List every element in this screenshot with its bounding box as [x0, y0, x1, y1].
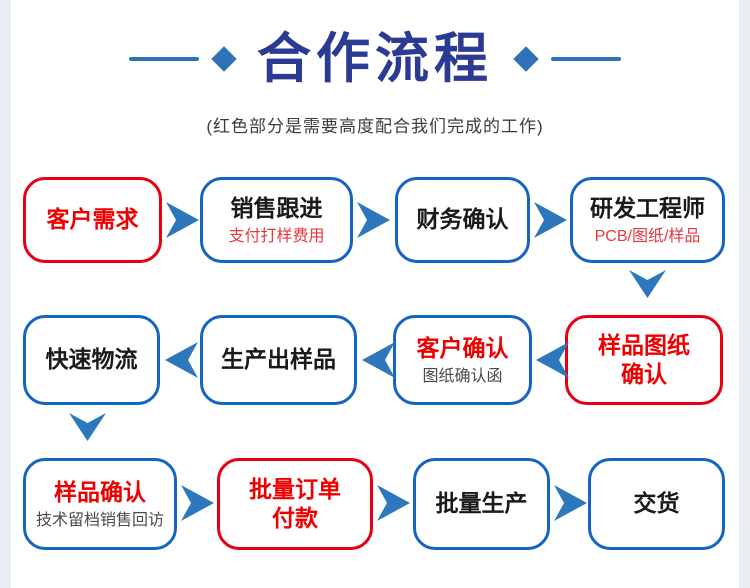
- arrow-right-icon: [181, 485, 214, 521]
- box-title: 批量订单 付款: [249, 475, 341, 531]
- right-diamond-icon: [513, 46, 539, 72]
- flow-box-bulk-production: 批量生产: [413, 458, 550, 550]
- flow-box-sales-followup: 销售跟进 支付打样费用: [200, 177, 353, 263]
- left-diamond-icon: [211, 46, 237, 72]
- box-title: 销售跟进: [230, 195, 323, 222]
- box-title: 生产出样品: [221, 346, 336, 373]
- box-title: 样品图纸 确认: [598, 331, 690, 387]
- arrow-left-icon: [362, 342, 395, 378]
- arrow-down-icon: [69, 413, 106, 441]
- flow-box-delivery: 交货: [588, 458, 725, 550]
- title-decoration-row: 合作流程: [0, 26, 750, 92]
- flow-box-fast-logistics: 快速物流: [23, 315, 160, 405]
- header: 合作流程 (红色部分是需要高度配合我们完成的工作): [0, 26, 750, 137]
- box-title: 研发工程师: [590, 195, 705, 222]
- arrow-right-icon: [554, 485, 587, 521]
- arrow-left-icon: [536, 342, 569, 378]
- arrow-right-icon: [534, 202, 567, 238]
- left-edge-strip: [0, 0, 11, 588]
- box-title: 财务确认: [416, 206, 509, 233]
- box-title: 快速物流: [45, 346, 138, 373]
- right-line-decoration: [551, 57, 621, 61]
- box-title: 批量生产: [435, 490, 528, 517]
- flow-box-bulk-order-payment: 批量订单 付款: [217, 458, 373, 550]
- left-line-decoration: [129, 57, 199, 61]
- flow-box-finance-confirm: 财务确认: [395, 177, 530, 263]
- right-edge-strip: [739, 0, 750, 588]
- box-subtitle: 支付打样费用: [228, 227, 325, 245]
- flow-box-rd-engineer: 研发工程师 PCB/图纸/样品: [570, 177, 725, 263]
- box-title: 客户确认: [416, 335, 509, 362]
- arrow-down-icon: [629, 270, 666, 298]
- flow-box-produce-sample: 生产出样品: [200, 315, 357, 405]
- flow-box-sample-confirm: 样品确认 技术留档销售回访: [23, 458, 177, 550]
- page-title: 合作流程: [257, 29, 493, 89]
- box-subtitle: PCB/图纸/样品: [594, 227, 701, 245]
- box-subtitle: 技术留档销售回访: [35, 511, 164, 529]
- box-title: 客户需求: [46, 206, 139, 233]
- arrow-right-icon: [377, 485, 410, 521]
- flow-box-sample-drawing-confirm: 样品图纸 确认: [565, 315, 723, 405]
- arrow-right-icon: [357, 202, 390, 238]
- arrow-left-icon: [165, 342, 198, 378]
- arrow-right-icon: [166, 202, 199, 238]
- page-subtitle: (红色部分是需要高度配合我们完成的工作): [206, 117, 544, 136]
- box-title: 交货: [633, 490, 680, 517]
- flow-box-customer-confirm: 客户确认 图纸确认函: [393, 315, 532, 405]
- flow-box-customer-demand: 客户需求: [23, 177, 162, 263]
- box-title: 样品确认: [54, 479, 146, 506]
- box-subtitle: 图纸确认函: [422, 367, 503, 385]
